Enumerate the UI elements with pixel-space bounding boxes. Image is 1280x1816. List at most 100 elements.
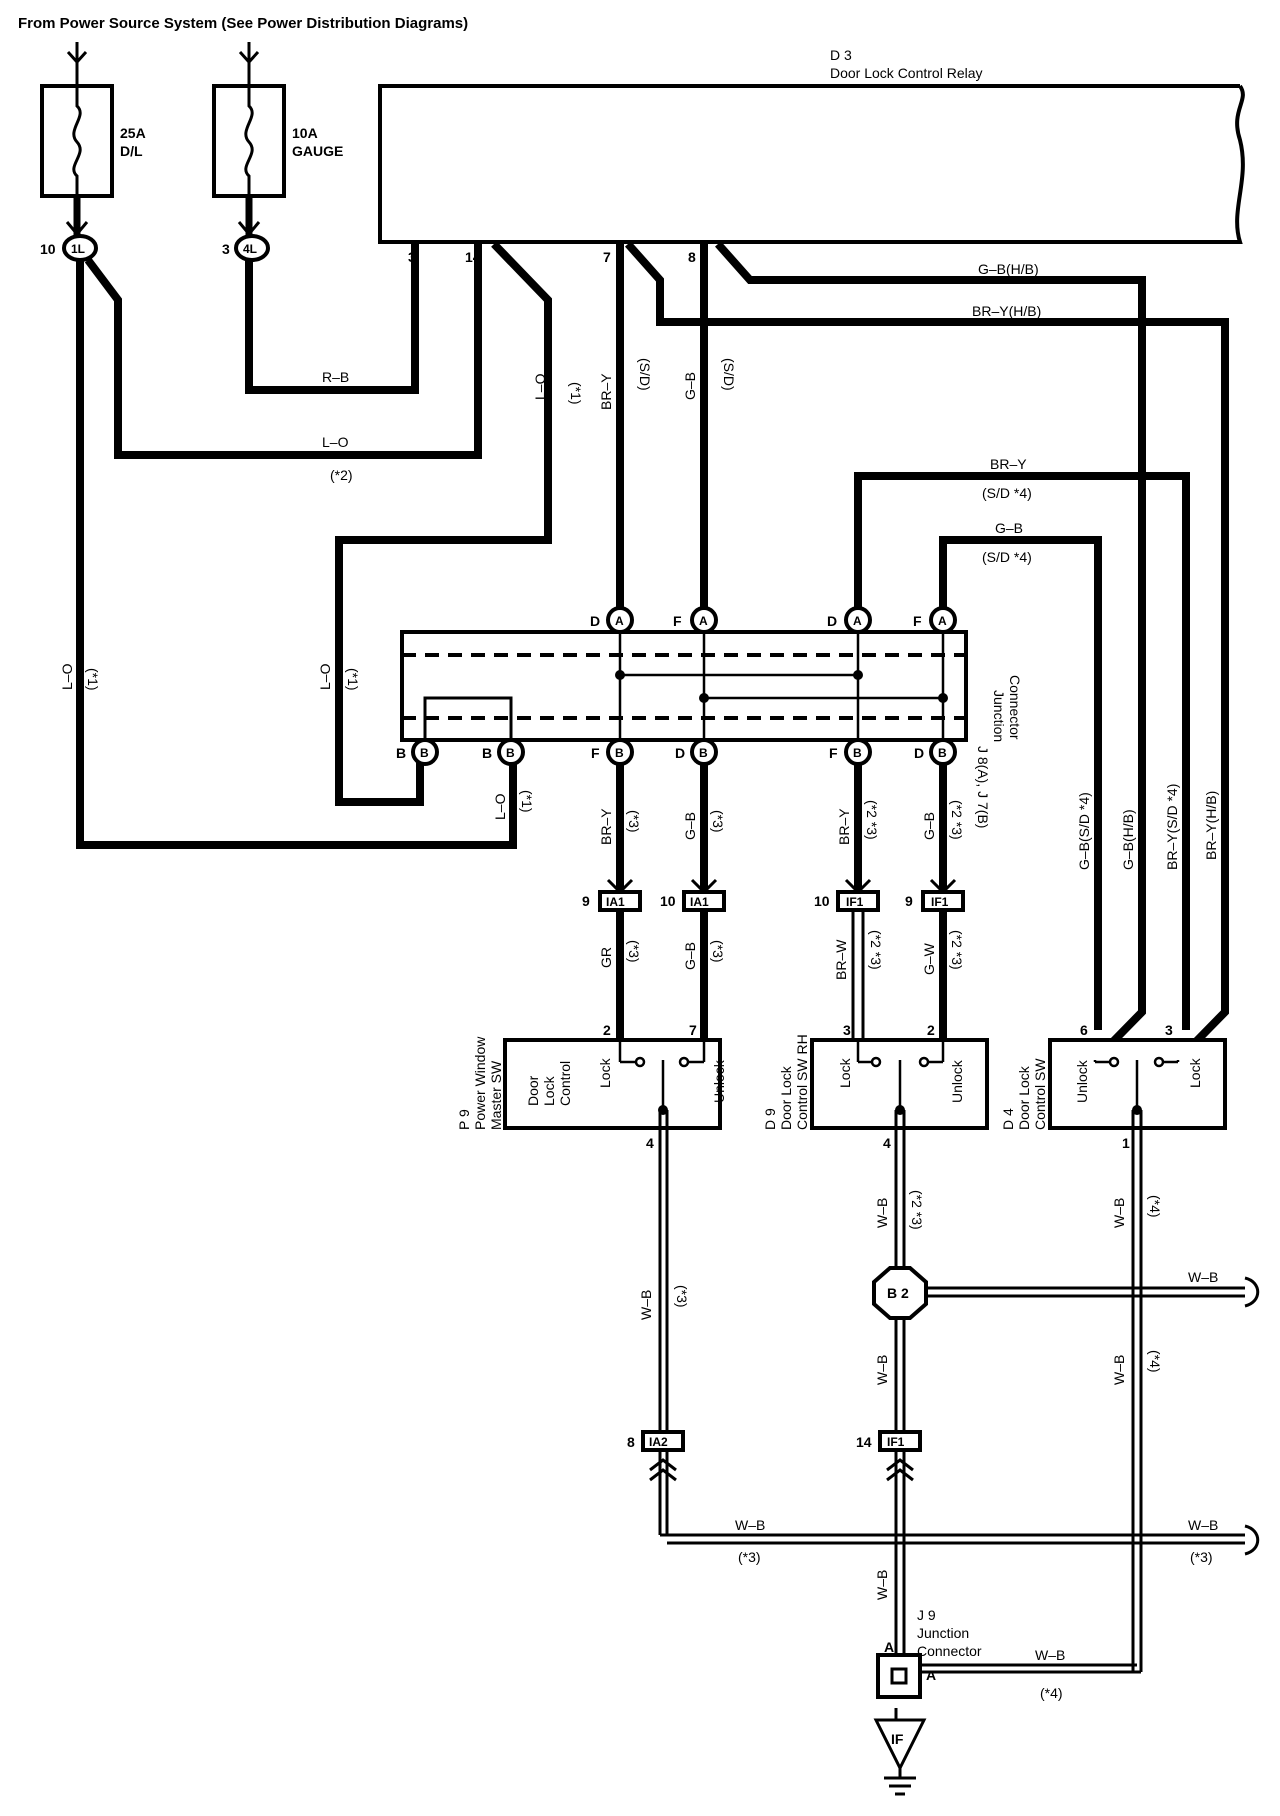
label-note23-d: (*2 *3) [949, 930, 965, 970]
connector-ia2 [641, 1430, 685, 1452]
d9-pin-3: 3 [843, 1022, 851, 1038]
ia1-pin-10: 10 [660, 893, 676, 909]
label-g-b-3: G–B [682, 812, 698, 840]
junction-bot-pin-d1: D [675, 745, 685, 761]
label-g-b-sd4-vert: G–B(S/D *4) [1076, 792, 1092, 870]
wire-br-y-sd4 [854, 472, 1190, 1030]
label-br-w: BR–W [833, 939, 849, 980]
label-note4-a: (*4) [1147, 1195, 1163, 1218]
p9-inner-control: Control [557, 1061, 573, 1106]
label-note23-a: (*2 *3) [864, 800, 880, 840]
label-w-b-b2-right: W–B [1188, 1269, 1218, 1285]
label-w-b-bus: W–B [735, 1517, 765, 1533]
junction-bot-pin-f2: F [829, 745, 838, 761]
p9-inner-door: Door [525, 1075, 541, 1106]
connector-b2 [872, 1266, 928, 1320]
label-g-b-23: G–B [921, 812, 937, 840]
label-sd-1: (S/D) [637, 358, 653, 391]
junction-connector-box [400, 630, 968, 742]
ia2-pin-8: 8 [627, 1434, 635, 1450]
label-note23-c: (*2 *3) [868, 930, 884, 970]
d4-name1: Door Lock [1016, 1065, 1032, 1130]
pin-10: 10 [40, 241, 56, 257]
label-l-o-left: L–O [59, 663, 75, 690]
junction-conn-a-1: A [615, 614, 624, 628]
p9-name2: Master SW [488, 1060, 504, 1130]
label-note3-f: (*3) [738, 1549, 761, 1565]
relay-pin-14: 14 [465, 249, 481, 265]
junction-bot-pin-d2: D [914, 745, 924, 761]
pin-3: 3 [222, 241, 230, 257]
label-note-1-upper: (*1) [568, 382, 584, 405]
d9-name1: Door Lock [778, 1065, 794, 1130]
junction-top-pin-f2: F [913, 613, 922, 629]
connector-4l-label: 4L [243, 242, 257, 256]
d9-pin-2: 2 [927, 1022, 935, 1038]
p9-pin-4: 4 [646, 1135, 654, 1151]
label-w-b-d4: W–B [1111, 1198, 1127, 1228]
d4-lock: Lock [1187, 1057, 1203, 1088]
connector-if1-a [836, 890, 880, 912]
label-w-b-j9: W–B [1035, 1647, 1065, 1663]
p9-unlock: Unlock [711, 1059, 727, 1103]
label-w-b-d4-lower: W–B [1111, 1355, 1127, 1385]
if1-pin-9: 9 [905, 893, 913, 909]
label-note4-b: (*4) [1147, 1350, 1163, 1373]
fuse-10a-element [244, 86, 254, 196]
label-sd4-1: (S/D *4) [982, 485, 1032, 501]
junction-conn-b-2: B [506, 746, 515, 760]
label-l-o-lower: L–O [492, 793, 508, 820]
junction-conn-b-4: B [699, 746, 708, 760]
junction-conn-a-3: A [853, 614, 862, 628]
junction-conn-a-2: A [699, 614, 708, 628]
label-note3-e: (*3) [674, 1285, 690, 1308]
junction-line2: Connector [1007, 675, 1023, 740]
label-w-b-if1-lower: W–B [874, 1570, 890, 1600]
label-r-b: R–B [322, 369, 349, 385]
connector-if1-lower [878, 1430, 922, 1452]
junction-j9 [876, 1653, 922, 1699]
label-w-b-bus-right: W–B [1188, 1517, 1218, 1533]
connector-1l-label: 1L [71, 242, 85, 256]
d4-code: D 4 [1000, 1108, 1016, 1130]
if1-pin-14: 14 [856, 1434, 872, 1450]
label-note23-e: (*2 *3) [909, 1190, 925, 1230]
wire-l-o-1a [76, 260, 517, 849]
ground-if [873, 1718, 927, 1772]
label-note3-a: (*3) [626, 810, 642, 833]
label-note-1-mid: (*1) [345, 668, 361, 691]
p9-name1: Power Window [472, 1036, 488, 1130]
p9-pin-2: 2 [603, 1022, 611, 1038]
label-w-b-d9: W–B [874, 1198, 890, 1228]
connector-b2-label: B 2 [887, 1285, 909, 1301]
d4-pin-6: 6 [1080, 1022, 1088, 1038]
junction-code: J 8(A), J 7(B) [975, 746, 991, 828]
label-sd-2: (S/D) [721, 358, 737, 391]
label-g-b-4: G–B [682, 942, 698, 970]
label-note23-b: (*2 *3) [949, 800, 965, 840]
fuse-25a-rating: 25A [120, 125, 146, 141]
ia1-label-a: IA1 [606, 895, 625, 909]
relay-pin-8: 8 [688, 249, 696, 265]
label-br-y-hb: BR–Y(H/B) [972, 303, 1041, 319]
label-note4-c: (*4) [1040, 1685, 1063, 1701]
connector-ia2-label: IA2 [649, 1435, 668, 1449]
label-note3-d: (*3) [710, 940, 726, 963]
j9-pin-a-top: A [884, 1639, 894, 1655]
label-br-y-sd4-vert: BR–Y(S/D *4) [1164, 784, 1180, 870]
d4-name2: Control SW [1032, 1058, 1048, 1130]
label-g-b-hb-vert: G–B(H/B) [1120, 809, 1136, 870]
label-w-b-d9-lower: W–B [874, 1355, 890, 1385]
junction-bot-pin-b1: B [396, 745, 406, 761]
label-note-2: (*2) [330, 467, 353, 483]
junction-conn-b-1: B [420, 746, 429, 760]
d9-code: D 9 [762, 1108, 778, 1130]
power-source-arrows [66, 42, 260, 86]
fuse-25a-element [72, 86, 82, 196]
j9-code: J 9 [917, 1607, 936, 1623]
label-note3-g: (*3) [1190, 1549, 1213, 1565]
if1-label-a: IF1 [846, 895, 864, 909]
label-l-o-upper: L–O [532, 373, 548, 400]
